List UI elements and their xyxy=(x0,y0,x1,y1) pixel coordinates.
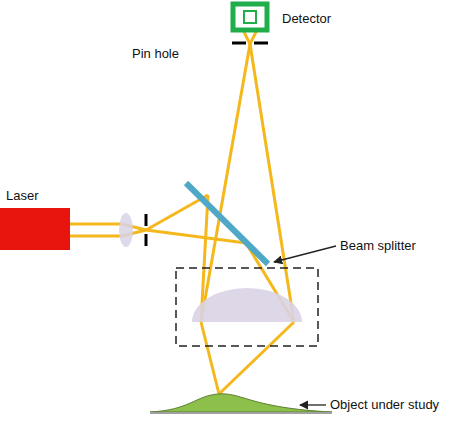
objective-lens xyxy=(192,288,302,322)
component-label: Pin hole xyxy=(132,46,179,62)
detector-body xyxy=(233,4,267,30)
detector-window xyxy=(244,11,256,23)
laser-body xyxy=(0,208,70,250)
objective-housing xyxy=(176,268,318,346)
object-specimen xyxy=(150,394,332,412)
pinhole xyxy=(145,214,148,226)
pinhole xyxy=(232,42,246,45)
light-beams xyxy=(70,24,294,394)
object-base xyxy=(150,412,332,414)
focusing-lens xyxy=(119,213,133,247)
leader-arrow xyxy=(274,246,336,262)
component-label: Object under study xyxy=(330,397,439,413)
pinhole xyxy=(254,42,268,45)
component-label: Detector xyxy=(282,11,331,27)
component-label: Laser xyxy=(6,188,39,204)
pinhole xyxy=(145,234,148,246)
leader-arrow xyxy=(300,404,326,405)
component-label: Beam splitter xyxy=(340,238,416,254)
beam-splitter xyxy=(186,183,268,264)
